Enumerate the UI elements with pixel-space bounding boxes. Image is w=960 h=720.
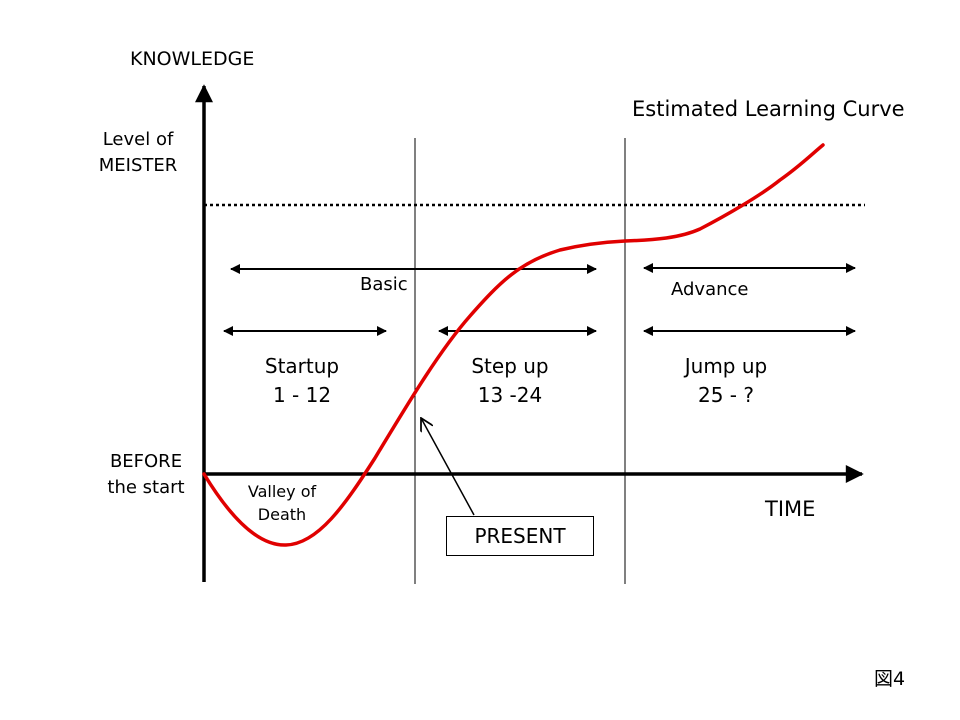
meister-level-label: Level of MEISTER	[98, 129, 178, 177]
phase-jumpup-months: 25 - ?	[698, 383, 754, 407]
before-start-label: BEFORE the start	[107, 451, 185, 499]
phase-stepup: Step up 13 -24	[448, 352, 572, 410]
phase-jumpup: Jump up 25 - ?	[664, 352, 788, 410]
valley-of-death-label: Valley of Death	[247, 482, 317, 525]
learning-curve	[202, 143, 825, 547]
phase-stepup-name: Step up	[471, 354, 549, 378]
phase-startup: Startup 1 - 12	[240, 352, 364, 410]
present-pointer-arrow	[421, 418, 475, 516]
phase-startup-name: Startup	[264, 354, 340, 378]
y-axis-label: KNOWLEDGE	[130, 48, 255, 70]
present-label: PRESENT	[474, 524, 566, 548]
phase-startup-months: 1 - 12	[272, 383, 332, 407]
present-box: PRESENT	[446, 516, 594, 556]
phase-jumpup-name: Jump up	[684, 354, 768, 378]
curve-title: Estimated Learning Curve	[632, 97, 905, 121]
basic-range-label: Basic	[360, 274, 408, 295]
figure-label: 図4	[874, 668, 906, 690]
phase-stepup-months: 13 -24	[477, 383, 543, 407]
x-axis-label: TIME	[765, 497, 816, 521]
advance-range-label: Advance	[671, 279, 749, 300]
